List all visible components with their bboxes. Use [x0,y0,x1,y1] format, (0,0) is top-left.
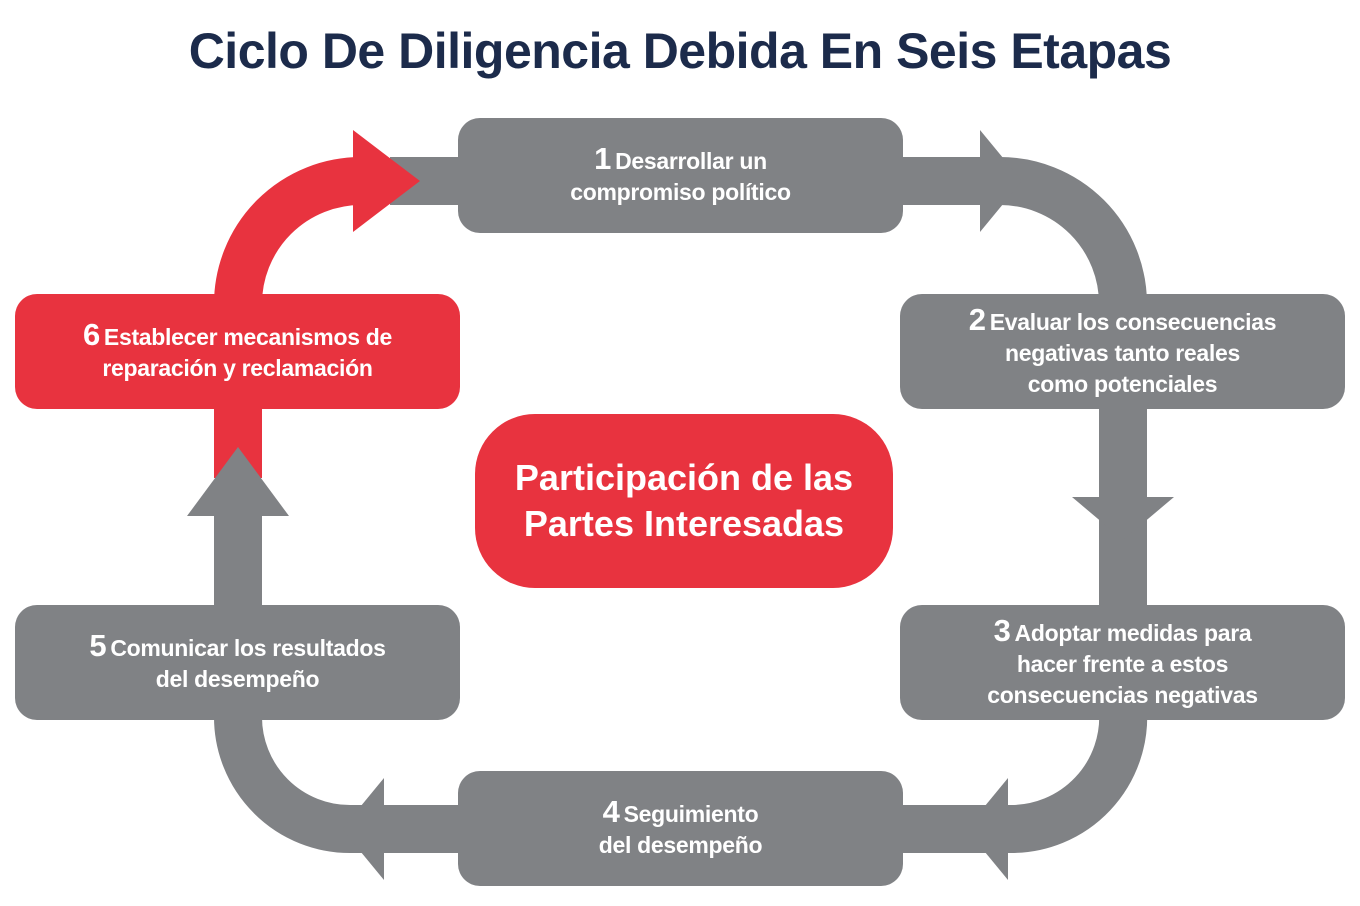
step-number: 1 [594,141,612,176]
step-text: del desempeño [598,832,763,858]
connector-6-1-red [214,157,370,305]
step-text: Desarrollar un [615,148,767,174]
arrowhead-right-red-icon [353,130,420,232]
step-text: Establecer mecanismos de [103,324,393,350]
connector-3-4 [880,708,1148,854]
connector-4-5 [214,500,480,853]
step-text: Seguimiento [623,801,759,827]
arrowhead-left-icon [342,778,384,880]
step-text: como potenciales [1027,370,1218,397]
step-number: 2 [968,301,986,337]
arrowhead-left-icon [966,778,1008,880]
arrowhead-up-icon [187,447,289,516]
step-number: 5 [89,628,107,663]
center-text: Participación de las [514,457,854,498]
step-text: Comunicar los resultados [110,635,386,661]
step-text: Evaluar los consecuencias [989,308,1277,335]
step-number: 4 [602,794,620,829]
step-number: 6 [82,317,100,352]
arrowhead-right-icon [980,130,1022,232]
step-text: reparación y reclamación [102,355,373,381]
step-text: consecuencias negativas [987,681,1258,708]
arrowhead-down-icon [1072,497,1174,540]
step-text: del desempeño [155,666,320,692]
step-number: 3 [993,612,1011,648]
center-text: Partes Interesadas [523,503,845,544]
step-text: negativas tanto reales [1004,339,1240,366]
step-text: hacer frente a estos [1016,650,1229,677]
diagram-title: Ciclo De Diligencia Debida En Seis Etapa… [188,23,1172,79]
step-text: Adoptar medidas para [1014,619,1252,646]
step-text: compromiso político [570,179,791,205]
